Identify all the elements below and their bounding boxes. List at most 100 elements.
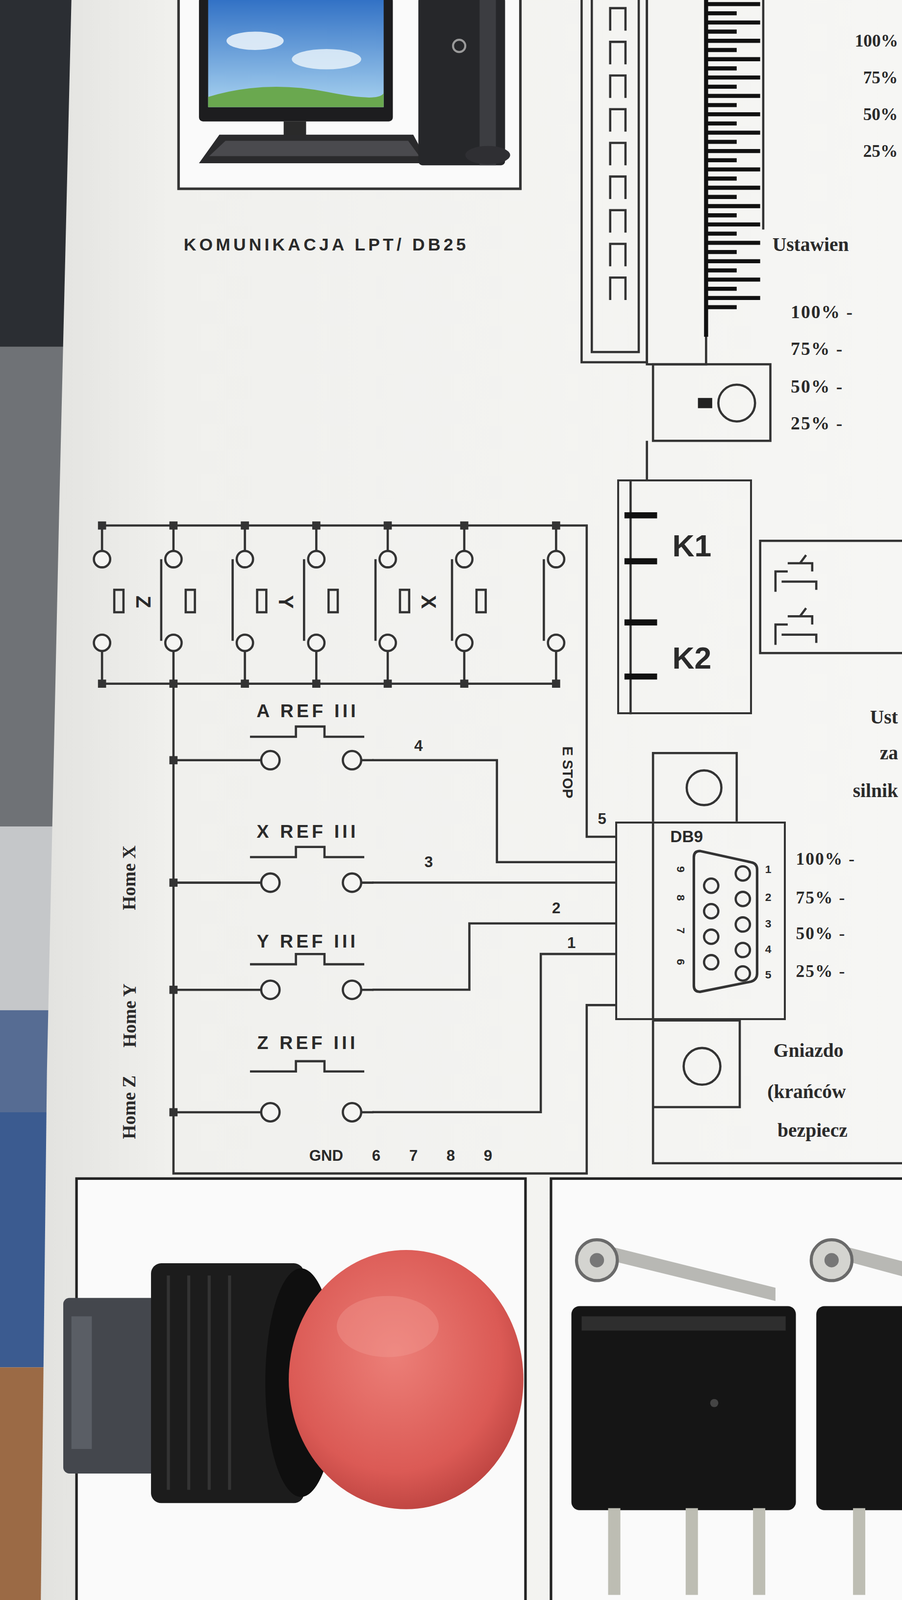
connector-label: K2: [672, 642, 712, 674]
pin-number: 9: [675, 866, 687, 873]
ref-push-button: A REF III: [242, 701, 373, 775]
db9-socket-drawing: [652, 1020, 902, 1164]
microswitch-photo: [571, 1305, 797, 1510]
percent-setting: 75% -: [796, 887, 847, 908]
pin-number: 6: [675, 958, 687, 966]
junction-dot: [312, 679, 321, 688]
socket-label: DB9: [670, 828, 703, 845]
percent-setting: 25% -: [796, 961, 847, 982]
k-connector-drawing: [624, 440, 902, 715]
junction-dot: [98, 521, 561, 1117]
emergency-stop-photo: [71, 1316, 93, 1450]
switch-letter: Z: [132, 595, 154, 608]
connector-label: K1: [672, 530, 712, 561]
terminal-circle: [548, 634, 565, 652]
emergency-stop-photo: [288, 1250, 524, 1510]
button-label: A REF III: [256, 701, 359, 721]
microswitch-photo: [816, 1305, 902, 1510]
db9-socket-drawing: [686, 770, 722, 806]
emergency-stop-photo: [63, 1298, 162, 1474]
db9-pin: [735, 942, 751, 957]
computer-illustration: [178, 0, 521, 189]
microswitch-photo: [608, 1508, 621, 1596]
signal-name: E STOP: [560, 746, 575, 799]
switch-actuator: [257, 589, 267, 613]
wire-number: 5: [598, 810, 607, 828]
junction-dot: [551, 679, 561, 688]
db9-pin: [703, 866, 751, 981]
db9-socket-drawing: [651, 821, 655, 1021]
junction-dot: [312, 521, 321, 530]
percent-setting: 25%: [863, 141, 899, 162]
db9-pin: [703, 878, 719, 893]
junction-dot: [98, 679, 107, 688]
db9-pin: [703, 929, 719, 944]
computer-illustration: [178, 0, 521, 189]
switch-letter: X: [418, 595, 439, 609]
terminal-circle: [93, 551, 565, 652]
db25-connector-drawing: [610, 8, 626, 301]
terminal-circle: [308, 634, 325, 652]
limit-switch-chain: [93, 521, 616, 1174]
k-connector-drawing: [624, 515, 658, 677]
computer-illustration: [479, 0, 496, 166]
terminal-circle: [236, 634, 253, 652]
junction-dot: [460, 521, 469, 530]
switch-actuator: [114, 589, 124, 613]
pin-number: 5: [765, 968, 772, 981]
computer-illustration: [208, 0, 384, 108]
wire-number: 4: [413, 738, 424, 754]
button-contact: [261, 1102, 280, 1122]
button-label: Y REF III: [256, 932, 359, 951]
db25-connector-drawing: [647, 0, 707, 365]
computer-illustration: [291, 49, 362, 70]
junction-dot: [98, 521, 107, 530]
db9-pin: [735, 917, 751, 932]
socket-caption: Gniazdo: [773, 1039, 844, 1062]
pin-number: 1: [765, 862, 772, 876]
pin-number: 4: [765, 942, 772, 956]
microswitch-photo: [824, 1252, 839, 1268]
percent-setting: 50% -: [796, 923, 847, 944]
junction-dot: [169, 521, 178, 530]
microswitch-photo: [811, 1239, 852, 1281]
db9-pin: [735, 866, 751, 881]
db9-socket-drawing: [652, 752, 737, 822]
terminal-circle: [455, 634, 473, 652]
junction-dot: [169, 679, 178, 688]
microswitch-photo: [685, 1508, 699, 1596]
ref-push-button: Z REF III: [242, 1032, 373, 1127]
terminal-circle: [548, 551, 565, 568]
db25-connector-drawing: [705, 3, 760, 307]
junction-dot: [240, 679, 250, 688]
microswitch-photo: [589, 1252, 604, 1268]
k-connector-drawing: [645, 440, 649, 480]
db25-connector-drawing: [698, 398, 713, 409]
emergency-stop-photo: [336, 1296, 439, 1358]
emergency-stop-photo: [168, 1275, 230, 1490]
ground-pin-list: GND 6 7 8 9: [309, 1147, 493, 1165]
junction-dot: [383, 521, 393, 530]
ref-push-button: Y REF III: [242, 931, 373, 1004]
percent-setting: 25% -: [790, 412, 844, 434]
push-button-symbols: [173, 726, 374, 1122]
db25-connector-drawing: [718, 384, 755, 422]
db9-socket-drawing: [652, 1020, 740, 1108]
emergency-stop-photo: [63, 1178, 526, 1600]
computer-illustration: [209, 140, 420, 156]
switch-actuator: [185, 589, 196, 613]
db9-socket-drawing: [652, 752, 902, 1164]
button-contact: [261, 873, 280, 892]
terminal-circle: [165, 551, 182, 568]
db9-pin: [703, 954, 719, 970]
percent-setting: 75%: [863, 67, 899, 88]
switch-actuator: [400, 589, 410, 613]
db25-connector-drawing: [652, 364, 771, 441]
signal-wire: [372, 953, 616, 1113]
button-label: Z REF III: [257, 1033, 359, 1053]
pin-number: 8: [675, 894, 687, 902]
db9-pin: [735, 966, 751, 981]
limit-switch-chain: [161, 559, 545, 642]
computer-illustration: [452, 39, 466, 52]
